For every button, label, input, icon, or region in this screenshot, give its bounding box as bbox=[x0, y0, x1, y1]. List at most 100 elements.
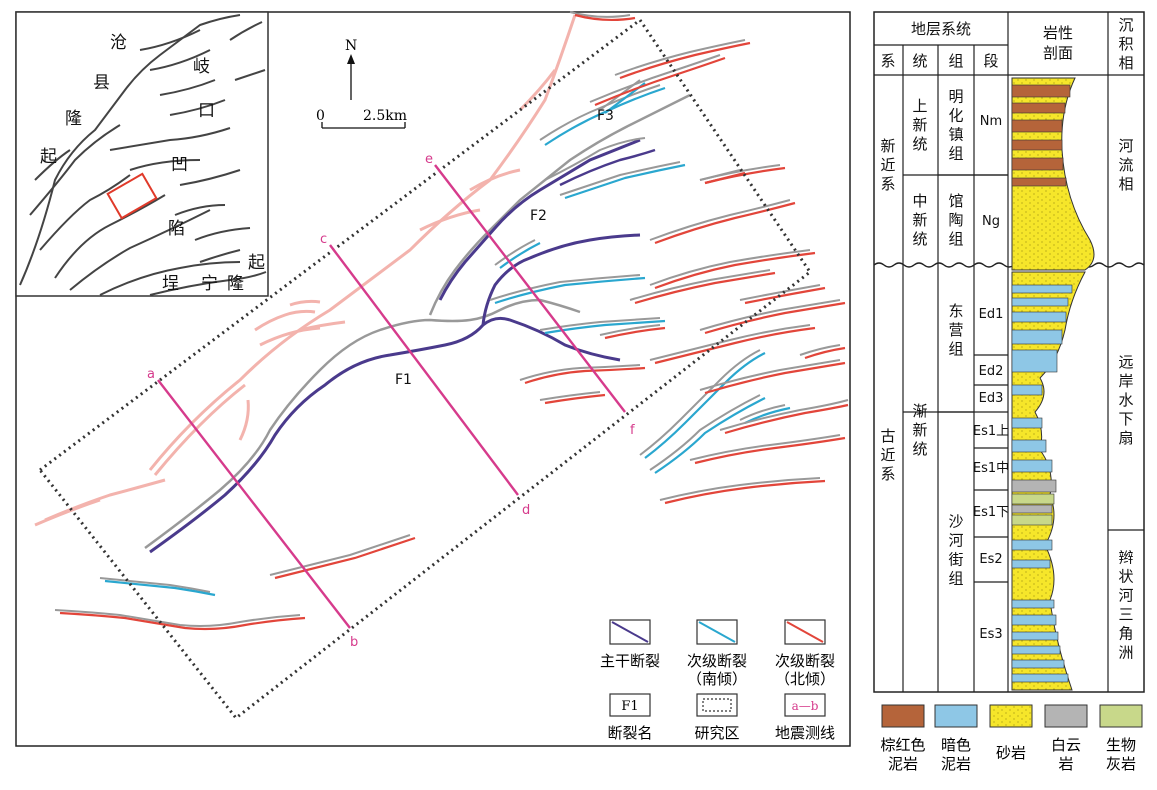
lith-legend-swatch bbox=[1044, 704, 1088, 728]
header-strat-system: 地层系统 bbox=[911, 20, 971, 38]
map-panel: 沧 县 隆 起 岐 口 凹 陷 埕 宁 隆 起 N 0 bbox=[15, 11, 851, 747]
member-label: Es2 bbox=[979, 552, 1002, 567]
facies-label: 流 bbox=[1118, 156, 1133, 174]
formation-label: 组 bbox=[948, 570, 963, 588]
member-label: Nm bbox=[980, 114, 1002, 129]
legend-seismic-line-label: 地震测线 bbox=[775, 724, 835, 742]
lith-legend-label: 灰岩 bbox=[1106, 755, 1136, 773]
lith-legend-swatch bbox=[881, 704, 925, 728]
header-facies: 积 bbox=[1118, 35, 1133, 53]
facies-label: 水 bbox=[1118, 391, 1133, 409]
formation-label: 明 bbox=[948, 88, 963, 106]
member-label: Es3 bbox=[979, 627, 1002, 642]
seismic-lines bbox=[157, 164, 626, 629]
legend-north-fault-sub: （北倾） bbox=[775, 670, 835, 688]
series-label: 新 bbox=[912, 421, 927, 439]
formation-label: 街 bbox=[948, 551, 963, 569]
inset-label: 县 bbox=[93, 73, 110, 93]
inset-study-box bbox=[106, 172, 158, 220]
seismic-label: a bbox=[147, 367, 155, 382]
legend-north-fault-label: 次级断裂 bbox=[775, 652, 835, 670]
inset-label: 隆 bbox=[65, 109, 82, 129]
inset-map: 沧 县 隆 起 岐 口 凹 陷 埕 宁 隆 起 bbox=[15, 11, 269, 297]
lith-legend-swatch bbox=[934, 704, 978, 728]
legend-study-area-label: 研究区 bbox=[694, 724, 739, 742]
header-system: 系 bbox=[880, 52, 895, 70]
legend-seismic-line: a—b 地震测线 bbox=[775, 693, 835, 742]
lith-legend-label: 砂岩 bbox=[996, 744, 1026, 762]
inset-faults bbox=[19, 14, 267, 296]
legend-fault-name-label: 断裂名 bbox=[607, 724, 652, 742]
fault-label-f1: F1 bbox=[395, 372, 412, 388]
facies-label: 辫 bbox=[1118, 549, 1133, 567]
lithology-profile bbox=[1011, 77, 1095, 691]
facies-label: 远 bbox=[1118, 353, 1133, 371]
fault-labels: F1 F2 F3 bbox=[395, 108, 614, 388]
facies-label: 河 bbox=[1118, 587, 1133, 605]
inset-label: 沧 bbox=[110, 33, 127, 53]
header-facies: 沉 bbox=[1118, 16, 1133, 34]
system-label: 系 bbox=[880, 465, 895, 483]
lith-legend-swatch bbox=[1099, 704, 1143, 728]
formation-label: 组 bbox=[948, 230, 963, 248]
lith-legend-label: 泥岩 bbox=[941, 755, 971, 773]
facies-label: 相 bbox=[1118, 175, 1133, 193]
seismic-line-e-f bbox=[434, 164, 626, 413]
system-label: 系 bbox=[880, 175, 895, 193]
north-arrow-icon bbox=[347, 54, 355, 64]
legend-fault-name: F1 断裂名 bbox=[607, 693, 653, 742]
header-formation: 组 bbox=[948, 52, 963, 70]
inset-label: 宁 bbox=[201, 274, 218, 294]
formation-label: 河 bbox=[948, 532, 963, 550]
formation-label: 营 bbox=[948, 321, 963, 339]
legend-south-fault-sub: （南倾） bbox=[687, 670, 747, 688]
member-label: Ng bbox=[982, 214, 1000, 229]
formation-label: 东 bbox=[948, 302, 963, 320]
facies-label: 洲 bbox=[1118, 644, 1133, 662]
header-lithology-2: 剖面 bbox=[1043, 44, 1073, 62]
series-label: 上 bbox=[912, 97, 927, 115]
header-facies: 相 bbox=[1118, 54, 1133, 72]
series-label: 渐 bbox=[912, 402, 927, 420]
column-grid bbox=[873, 12, 1145, 692]
seismic-line-a-b bbox=[157, 379, 351, 629]
seismic-label: e bbox=[425, 152, 433, 167]
formation-label: 化 bbox=[948, 107, 963, 125]
seismic-line-c-d bbox=[329, 244, 519, 496]
header-member: 段 bbox=[983, 52, 998, 70]
formation-label: 陶 bbox=[948, 211, 963, 229]
lith-legend-swatch bbox=[989, 704, 1033, 728]
member-label: Ed2 bbox=[979, 364, 1004, 379]
inset-label: 起 bbox=[40, 147, 57, 167]
member-label: Es1上 bbox=[973, 424, 1009, 439]
member-label: Es1中 bbox=[973, 461, 1009, 476]
strat-column: 地层系统 岩性 剖面 沉 积 相 系 统 组 段 新近系古近系上新统中新统渐新统… bbox=[873, 11, 1145, 773]
inset-label: 陷 bbox=[168, 219, 185, 239]
lith-legend-label: 白云 bbox=[1051, 736, 1081, 754]
system-label: 近 bbox=[880, 446, 895, 464]
fault-label-f3: F3 bbox=[597, 108, 614, 124]
column-headers: 地层系统 岩性 剖面 沉 积 相 系 统 组 段 bbox=[880, 16, 1133, 72]
system-label: 近 bbox=[880, 156, 895, 174]
faded-faults bbox=[34, 14, 577, 527]
inset-label: 埕 bbox=[162, 274, 179, 294]
facies-label: 岸 bbox=[1118, 372, 1133, 390]
legend-study-area: 研究区 bbox=[694, 693, 740, 742]
legend-south-fault: 次级断裂 （南倾） bbox=[687, 619, 747, 688]
seismic-label: d bbox=[522, 503, 530, 518]
lith-legend-label: 岩 bbox=[1058, 755, 1073, 773]
formation-label: 沙 bbox=[948, 513, 963, 531]
formation-label: 组 bbox=[948, 145, 963, 163]
header-lithology: 岩性 bbox=[1043, 24, 1073, 42]
seismic-line-labels: a b c d e f bbox=[147, 152, 635, 650]
inset-label: 凹 bbox=[171, 155, 188, 175]
seismic-label: c bbox=[320, 232, 327, 247]
series-label: 新 bbox=[912, 116, 927, 134]
formation-label: 镇 bbox=[948, 126, 963, 144]
scale-zero: 0 bbox=[316, 108, 325, 124]
inset-label: 起 bbox=[248, 253, 265, 273]
scale-bar: 0 2.5km bbox=[316, 108, 407, 129]
series-label: 统 bbox=[912, 440, 927, 458]
seismic-label: f bbox=[630, 423, 635, 438]
